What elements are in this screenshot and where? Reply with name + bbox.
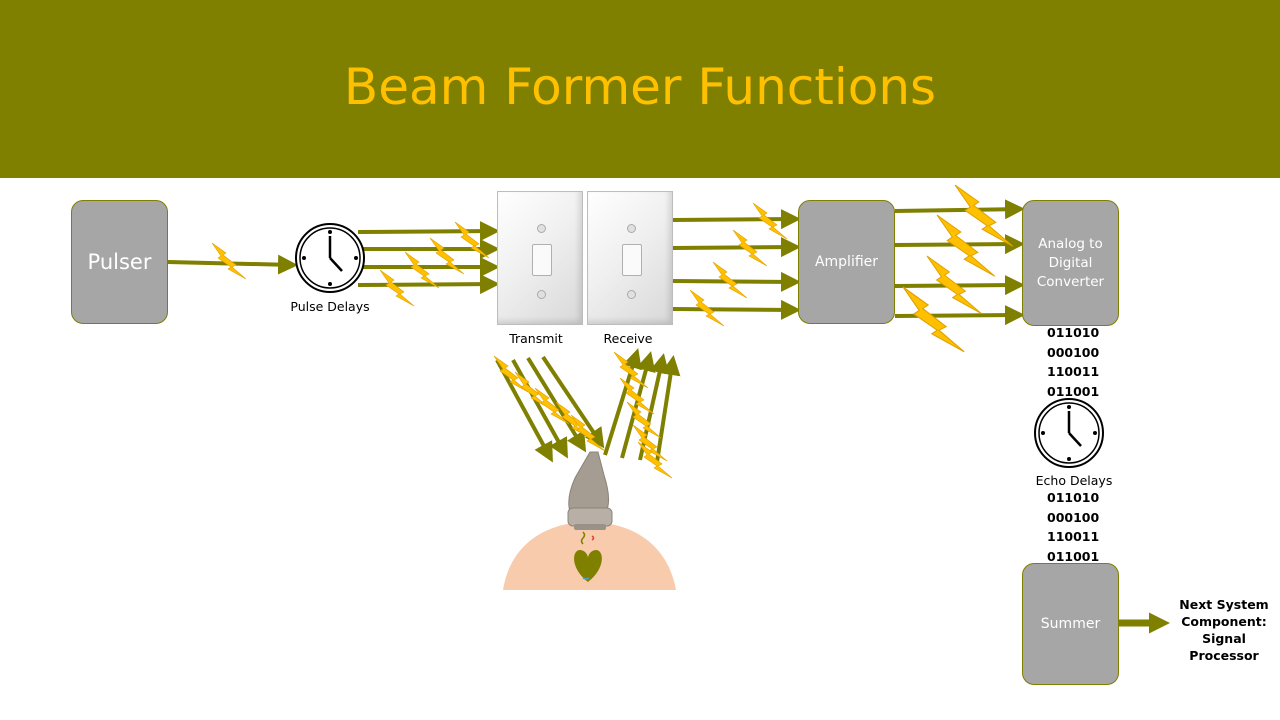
rx-up-2 <box>620 351 656 459</box>
ultrasound-probe <box>567 451 613 530</box>
lightning-bolt-icon <box>732 229 768 267</box>
pulse-delays-label: Pulse Delays <box>290 299 370 314</box>
pulser-block: Pulser <box>71 200 168 324</box>
lightning-bolt-icon <box>902 286 965 353</box>
lightning-bolt-icon <box>954 184 1014 247</box>
delay-arrow-4 <box>357 274 500 295</box>
binary-top-line: 011010 <box>1047 325 1100 340</box>
echo-delays-label: Echo Delays <box>1035 473 1113 488</box>
pulser-label: Pulser <box>87 250 152 274</box>
lightning-bolt-icon <box>404 251 440 289</box>
binary-block-top: 011010 000100 110011 011001 <box>1047 323 1099 401</box>
binary-bottom-line: 011010 <box>1047 490 1100 505</box>
adc-label-line1: Analog to <box>1038 235 1103 252</box>
delay-arrow-1 <box>357 221 500 242</box>
lightning-bolt-icon <box>936 214 996 277</box>
lightning-bolt-icon <box>454 221 490 259</box>
title-banner <box>0 0 1280 178</box>
transmit-label: Transmit <box>509 331 563 346</box>
summer-label: Summer <box>1040 616 1101 632</box>
lightning-bolt-icon <box>534 387 570 425</box>
slide-title: Beam Former Functions <box>343 58 937 116</box>
adc-label-line3: Converter <box>1036 273 1105 290</box>
tx-down-2 <box>511 359 568 459</box>
amplifier-block: Amplifier <box>798 200 895 324</box>
rx-arrow-1 <box>671 209 801 230</box>
binary-top-line: 011001 <box>1047 383 1100 399</box>
receive-label: Receive <box>603 331 653 346</box>
next-label-line3: Signal Processor <box>1189 631 1259 663</box>
rx-arrow-2 <box>671 237 801 258</box>
lightning-bolt-icon <box>926 255 982 315</box>
adc-label-line2: Digital <box>1048 254 1093 271</box>
binary-bottom-line: 011001 <box>1047 548 1100 564</box>
amp-arrow-4 <box>894 305 1025 326</box>
pulse-delay-clock-icon <box>295 223 365 293</box>
lightning-bolt-icon <box>752 202 788 240</box>
binary-bottom-line: 110011 <box>1047 529 1100 544</box>
rx-arrow-4 <box>671 299 801 320</box>
lightning-bolt-icon <box>379 269 415 307</box>
heart-icon <box>574 531 602 582</box>
lightning-bolt-icon <box>211 242 247 280</box>
tx-down-3 <box>526 356 587 453</box>
amp-arrow-1 <box>894 199 1025 220</box>
tx-down-1 <box>495 359 553 463</box>
next-component-label: Next System Component: Signal Processor <box>1168 596 1280 664</box>
amplifier-label: Amplifier <box>814 254 879 270</box>
lightning-bolt-icon <box>570 414 606 452</box>
lightning-bolt-icon <box>626 401 662 439</box>
transmit-switch <box>497 191 583 325</box>
lightning-bolt-icon <box>613 351 649 389</box>
echo-delay-clock-icon <box>1034 398 1104 468</box>
binary-bottom-line: 000100 <box>1047 509 1100 525</box>
lightning-bolt-icon <box>637 441 673 479</box>
rx-arrow-3 <box>671 271 801 292</box>
lightning-bolt-icon <box>712 261 748 299</box>
summer-block: Summer <box>1022 563 1119 685</box>
binary-top-line: 000100 <box>1047 344 1100 360</box>
binary-top-line: 110011 <box>1047 364 1100 379</box>
lightning-bolt-icon <box>632 424 668 462</box>
next-label-line1: Next System <box>1179 597 1269 612</box>
lightning-bolt-icon <box>619 377 655 415</box>
tx-down-4 <box>541 355 605 449</box>
rx-up-4 <box>655 355 681 463</box>
lightning-bolt-icon <box>429 237 465 275</box>
next-label-line2: Component: <box>1181 614 1267 629</box>
binary-block-bottom: 011010 000100 110011 011001 <box>1047 488 1099 566</box>
adc-block: Analog to Digital Converter <box>1022 200 1119 326</box>
lightning-bolt-icon <box>689 289 725 327</box>
receive-switch <box>587 191 673 325</box>
